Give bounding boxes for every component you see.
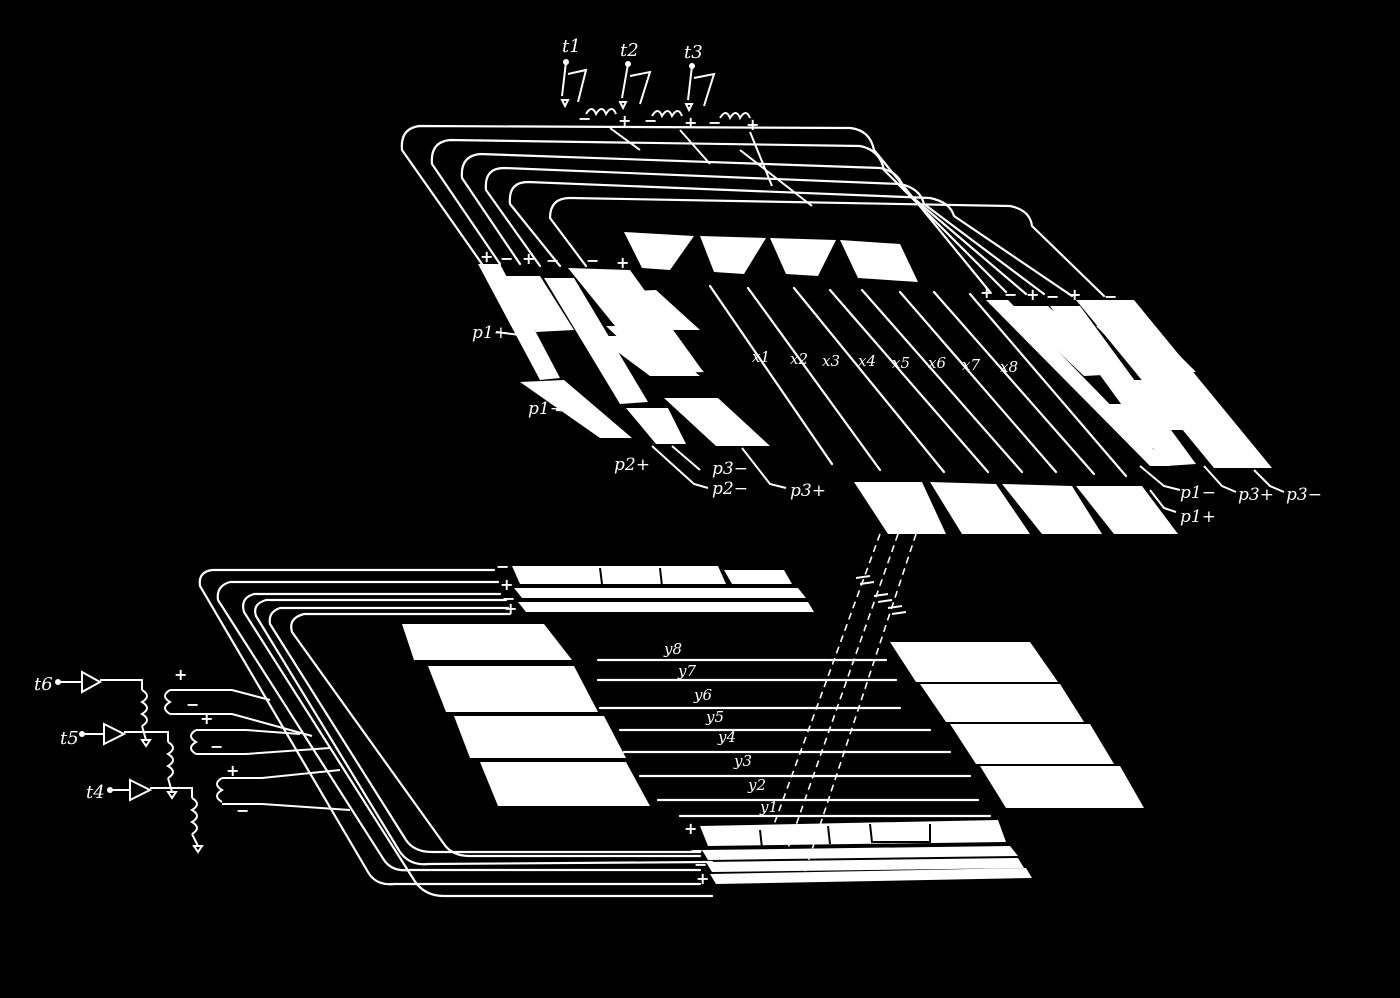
driver-t5: t5 + − bbox=[60, 709, 246, 800]
upper-top-pads bbox=[624, 232, 918, 282]
sign-minus: − bbox=[186, 695, 199, 714]
driver-t2: t2 bbox=[618, 40, 683, 119]
label-t2: t2 bbox=[620, 40, 639, 61]
lower-drivers: t6 + − t5 + − t4 bbox=[34, 665, 262, 854]
label-x6: x6 bbox=[928, 354, 946, 372]
sign-plus: + bbox=[200, 709, 213, 728]
label-t1: t1 bbox=[562, 36, 581, 57]
upper-left-pad-strip: + − + − − + bbox=[478, 247, 770, 446]
sign-plus: + bbox=[1026, 285, 1039, 304]
sign-minus: − bbox=[578, 109, 591, 128]
label-right-p1-minus: p1− bbox=[1180, 483, 1216, 503]
label-p2-plus: p2+ bbox=[614, 455, 650, 475]
label-y3: y3 bbox=[733, 752, 752, 770]
driver-t6: t6 + − bbox=[34, 665, 232, 748]
label-x8: x8 bbox=[1000, 358, 1018, 376]
label-x3: x3 bbox=[822, 352, 840, 370]
label-p2-minus: p2− bbox=[712, 479, 748, 499]
label-x7: x7 bbox=[962, 356, 980, 374]
sign-minus: − bbox=[496, 557, 509, 576]
lower-top-strip: − + − + bbox=[496, 557, 814, 618]
sign-minus: − bbox=[502, 589, 515, 608]
sign-plus: + bbox=[500, 575, 513, 594]
lower-y-lines: y8 y7 y6 y5 y4 y3 y2 y1 bbox=[596, 640, 992, 818]
sign-minus: − bbox=[586, 251, 599, 270]
label-right-p1-plus: p1+ bbox=[1180, 507, 1216, 527]
driver-t1: t1 bbox=[560, 36, 617, 117]
sign-plus: + bbox=[522, 249, 535, 268]
lower-right-pads bbox=[890, 642, 1144, 808]
label-x4: x4 bbox=[858, 352, 876, 370]
label-y8: y8 bbox=[663, 640, 682, 658]
label-p3-plus: p3+ bbox=[790, 481, 826, 501]
sign-minus: − bbox=[708, 113, 721, 132]
driver-t4: t4 + − bbox=[86, 761, 262, 854]
label-t3: t3 bbox=[684, 42, 703, 63]
sign-plus: + bbox=[226, 761, 239, 780]
sign-plus: + bbox=[1068, 285, 1081, 304]
lower-bottom-strip: + − − + bbox=[684, 819, 1032, 888]
sign-minus: − bbox=[500, 249, 513, 268]
upper-right-pad-strip: + − + − + − bbox=[980, 283, 1272, 468]
label-right-p3-minus: p3− bbox=[1286, 485, 1322, 505]
sign-minus: − bbox=[644, 111, 657, 130]
sign-plus: + bbox=[684, 819, 697, 838]
sign-plus: + bbox=[504, 599, 517, 618]
upper-x-lines: x1 x2 x3 x4 x5 x6 x7 x8 bbox=[708, 284, 1128, 478]
sign-plus: + bbox=[616, 253, 629, 272]
lower-routing-wires bbox=[198, 568, 714, 898]
upper-bottom-pads bbox=[854, 482, 1178, 534]
upper-left-pad-labels: p1+ p1− p2+ p3− p2− p3+ bbox=[472, 323, 826, 501]
sign-plus: + bbox=[696, 869, 709, 888]
sign-plus: + bbox=[618, 111, 631, 130]
label-x5: x5 bbox=[892, 354, 910, 372]
lower-plane: t6 + − t5 + − t4 bbox=[34, 557, 1144, 898]
sign-minus: − bbox=[1004, 285, 1017, 304]
sign-minus: − bbox=[1046, 287, 1059, 306]
sign-minus: − bbox=[210, 737, 223, 756]
label-p1-plus: p1+ bbox=[472, 323, 508, 343]
label-x2: x2 bbox=[790, 350, 808, 368]
label-y1: y1 bbox=[759, 798, 778, 816]
upper-drivers: t1 t2 t3 − + − + − + bbox=[560, 36, 759, 134]
label-y5: y5 bbox=[705, 708, 724, 726]
upper-plane: t1 t2 t3 − + − + − + bbox=[400, 36, 1322, 534]
sign-plus: + bbox=[746, 115, 759, 134]
upper-right-pad-labels: p1− p1+ p3+ p3− bbox=[1139, 465, 1322, 527]
label-y4: y4 bbox=[717, 728, 736, 746]
sign-plus: + bbox=[980, 283, 993, 302]
sign-minus: − bbox=[694, 855, 707, 874]
driver-t3: t3 bbox=[684, 42, 751, 121]
label-p3-minus: p3− bbox=[712, 459, 748, 479]
sign-plus: + bbox=[480, 247, 493, 266]
label-right-p3-plus: p3+ bbox=[1238, 485, 1274, 505]
label-t4: t4 bbox=[86, 782, 105, 803]
sign-minus: − bbox=[236, 801, 249, 820]
label-y2: y2 bbox=[747, 776, 766, 794]
sign-plus: + bbox=[684, 113, 697, 132]
sign-minus: − bbox=[690, 841, 703, 860]
lower-left-pads bbox=[402, 624, 650, 806]
upper-routing-wires bbox=[400, 124, 1106, 298]
label-y6: y6 bbox=[693, 686, 712, 704]
label-t5: t5 bbox=[60, 728, 79, 749]
sign-minus: − bbox=[546, 251, 559, 270]
label-p1-minus: p1− bbox=[528, 399, 564, 419]
sign-plus: + bbox=[174, 665, 187, 684]
label-t6: t6 bbox=[34, 674, 53, 695]
label-x1: x1 bbox=[752, 348, 770, 366]
label-y7: y7 bbox=[677, 662, 696, 680]
sign-minus: − bbox=[1104, 287, 1117, 306]
